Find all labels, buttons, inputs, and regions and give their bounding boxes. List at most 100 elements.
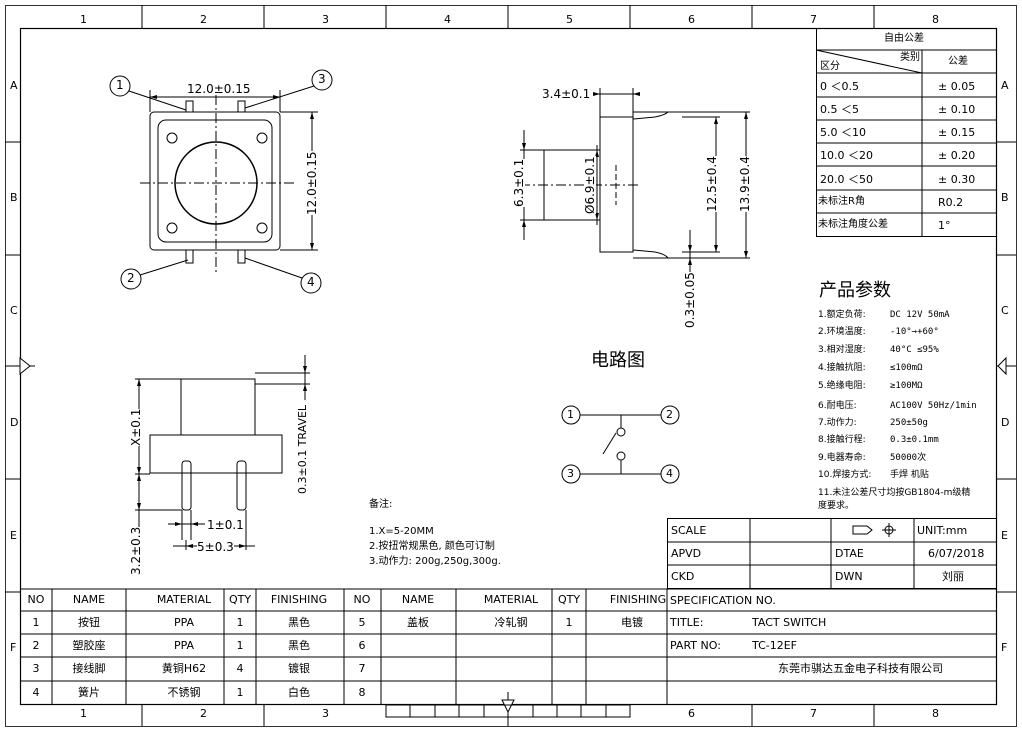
param-value: 250±50g xyxy=(890,418,928,428)
bom-name: 按钮 xyxy=(78,616,100,629)
bom-finish: 黑色 xyxy=(288,639,310,652)
note-line: 2.按扭常规黑色, 颜色可订制 xyxy=(369,541,495,552)
param-label: 5.绝缘电阻: xyxy=(818,381,866,391)
bom-name: 接线脚 xyxy=(72,662,106,675)
bom-qty: 1 xyxy=(236,639,244,652)
bom-header: FINISHING xyxy=(270,593,328,606)
dwn-label: DWN xyxy=(835,570,863,583)
note-line: 1.X=5-20MM xyxy=(369,526,434,537)
spec-label: SPECIFICATION NO. xyxy=(670,594,776,607)
param-label: 8.接触行程: xyxy=(818,435,866,445)
row-label: D xyxy=(10,416,19,429)
bom-finish: 白色 xyxy=(288,686,310,699)
circuit-pin: 4 xyxy=(666,467,673,480)
bom-material: 不锈钢 xyxy=(167,686,201,699)
tolerance-header-zone: 区分 xyxy=(820,61,840,72)
tolerance-value: ± 0.05 xyxy=(938,80,976,93)
bom-no: 2 xyxy=(32,639,40,652)
bom-finish: 黑色 xyxy=(288,616,310,629)
col-label: 2 xyxy=(200,13,207,26)
col-label: 5 xyxy=(566,13,573,26)
row-label: A xyxy=(1001,79,1009,92)
tolerance-range: 20.0 ＜50 xyxy=(820,173,873,186)
notes-title: 备注: xyxy=(369,499,393,510)
row-label: D xyxy=(1001,416,1010,429)
pin-callout: 1 xyxy=(116,78,124,92)
bom-header: QTY xyxy=(228,593,252,606)
param-value: 手焊 机贴 xyxy=(890,470,929,480)
bom-qty: 4 xyxy=(236,662,244,675)
param-value: 50000次 xyxy=(890,453,927,463)
tolerance-range: 5.0 ＜10 xyxy=(820,126,866,139)
row-label: C xyxy=(1001,304,1009,317)
dim-a: 6.3±0.1 xyxy=(512,158,526,207)
bom-name: 塑胶座 xyxy=(72,639,106,652)
col-label: 3 xyxy=(322,707,329,720)
title-value: TACT SWITCH xyxy=(752,616,827,629)
bom-material: 黄铜H62 xyxy=(161,662,207,675)
param-value: ≤100mΩ xyxy=(890,363,923,373)
col-label: 6 xyxy=(688,13,695,26)
ckd-label: CKD xyxy=(671,570,695,583)
date-label: DTAE xyxy=(835,547,864,560)
row-label: B xyxy=(10,191,18,204)
tolerance-range: 未标注角度公差 xyxy=(818,219,888,230)
pin-callout: 3 xyxy=(318,72,326,86)
bom-qty: 1 xyxy=(236,616,244,629)
tolerance-value: ± 0.10 xyxy=(938,103,976,116)
circuit-pin: 2 xyxy=(666,408,673,421)
col-label: 7 xyxy=(810,13,817,26)
bom-no: 4 xyxy=(32,686,40,699)
params-title: 产品参数 xyxy=(819,280,891,301)
col-label: 4 xyxy=(444,13,451,26)
param-note: 11.未注公差尺寸均按GB1804-m级精 xyxy=(818,488,971,498)
tolerance-range: 10.0 ＜20 xyxy=(820,149,873,162)
dim-pin-width: 1±0.1 xyxy=(207,518,244,532)
row-label: C xyxy=(10,304,18,317)
apvd-label: APVD xyxy=(671,547,702,560)
dim-d: 13.9±0.4 xyxy=(738,156,752,212)
tolerance-value: ± 0.20 xyxy=(938,149,976,162)
bom-header: MATERIAL xyxy=(483,593,539,606)
bom-no: 5 xyxy=(358,616,366,629)
col-label: 6 xyxy=(688,707,695,720)
tolerance-value: R0.2 xyxy=(938,196,964,209)
part-value: TC-12EF xyxy=(752,639,797,652)
param-note: 度要求。 xyxy=(818,501,855,511)
row-label: E xyxy=(10,529,17,542)
tolerance-value: ± 0.15 xyxy=(938,126,976,139)
bom-header: NAME xyxy=(401,593,435,606)
tolerance-header-tol: 公差 xyxy=(948,56,968,67)
col-label: 1 xyxy=(80,13,87,26)
bom-material: 冷轧钢 xyxy=(494,616,528,629)
circuit-pin: 1 xyxy=(567,408,574,421)
param-label: 9.电器寿命: xyxy=(818,453,866,463)
bom-header: NAME xyxy=(72,593,106,606)
pin-callout: 4 xyxy=(307,275,315,289)
bom-no: 1 xyxy=(32,616,40,629)
col-label: 8 xyxy=(932,707,939,720)
bom-finish: 镀银 xyxy=(288,662,310,675)
bom-header: NO xyxy=(353,593,371,606)
dim-travel: 0.3±0.1 TRAVEL xyxy=(296,404,309,494)
bom-qty: 1 xyxy=(565,616,573,629)
row-label: E xyxy=(1001,529,1008,542)
bom-material: PPA xyxy=(173,616,195,629)
bom-no: 7 xyxy=(358,662,366,675)
bom-finish: 电镀 xyxy=(621,616,643,629)
circuit-title: 电路图 xyxy=(591,350,645,371)
col-label: 3 xyxy=(322,13,329,26)
param-value: 40°C ≤95% xyxy=(890,345,939,355)
row-label: F xyxy=(1001,641,1008,654)
bom-name: 簧片 xyxy=(78,686,100,699)
col-label: 1 xyxy=(80,707,87,720)
bom-header: QTY xyxy=(557,593,581,606)
bom-no: 8 xyxy=(358,686,366,699)
tolerance-range: 未标注R角 xyxy=(818,196,865,207)
bom-name: 盖板 xyxy=(407,616,429,629)
dim-e: 0.3±0.05 xyxy=(683,272,697,328)
pin-callout: 2 xyxy=(127,271,135,285)
col-label: 8 xyxy=(932,13,939,26)
param-label: 6.耐电压: xyxy=(818,401,857,411)
